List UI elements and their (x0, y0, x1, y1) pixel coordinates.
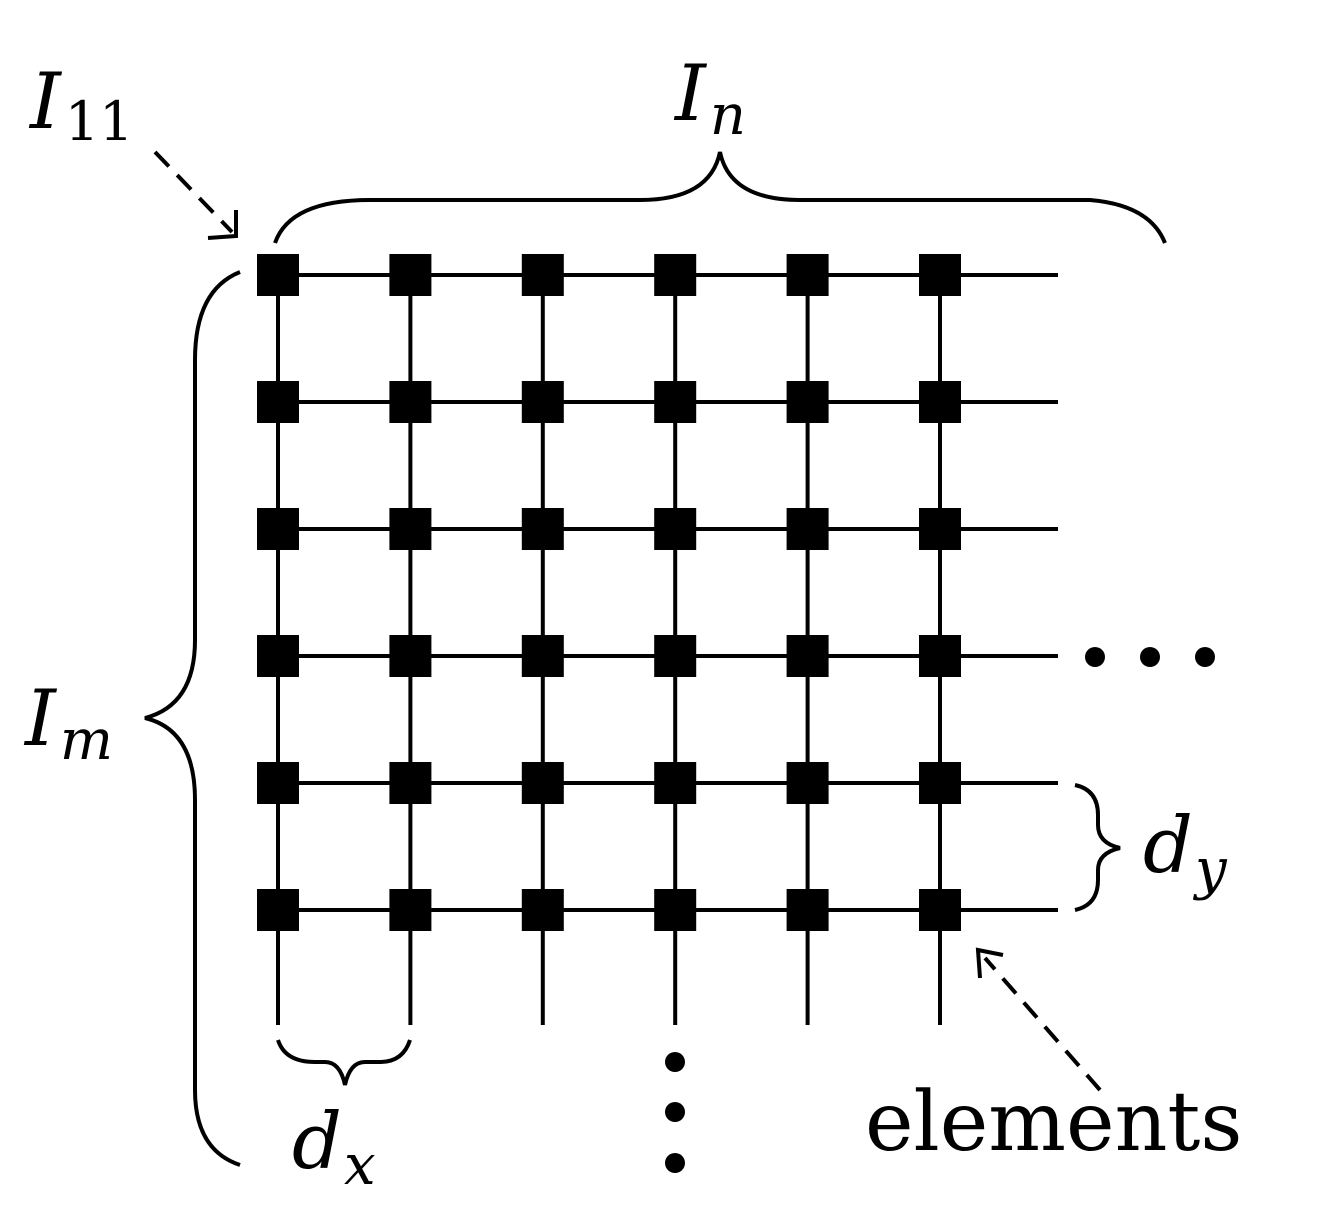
ellipsis-dot (665, 1102, 685, 1122)
array-element (919, 889, 961, 931)
array-element (654, 635, 697, 677)
i11-arrowhead (207, 210, 238, 240)
array-element (654, 762, 697, 804)
label-in-sub: n (710, 83, 746, 148)
array-element (389, 508, 432, 550)
array-element (257, 635, 299, 677)
label-i11-sub: 11 (65, 90, 134, 153)
label-in: In (673, 49, 746, 148)
array-element (389, 889, 432, 931)
label-dy-main: d (1143, 801, 1193, 891)
array-element (257, 889, 299, 931)
i11-dashed-arrow (153, 150, 234, 234)
array-element (919, 254, 961, 296)
horizontal-ellipsis (1085, 647, 1215, 667)
array-element (786, 762, 829, 804)
array-element (654, 508, 697, 550)
ellipsis-dot (665, 1153, 685, 1173)
ellipsis-dot (1085, 647, 1105, 667)
label-elements: elements (865, 1075, 1242, 1170)
array-element (786, 635, 829, 677)
label-im-sub: m (60, 708, 113, 773)
array-element (919, 508, 961, 550)
label-i11-main: I (28, 57, 63, 147)
label-in-main: I (673, 49, 708, 139)
label-dy: dy (1143, 801, 1228, 902)
array-element (654, 254, 697, 296)
label-im-main: I (23, 674, 58, 764)
array-element (786, 254, 829, 296)
ellipsis-dot (665, 1052, 685, 1072)
array-element (389, 381, 432, 423)
brace-im (144, 270, 241, 1167)
brace-dy (1074, 783, 1121, 912)
array-element (257, 508, 299, 550)
array-element (521, 762, 564, 804)
array-element (389, 254, 432, 296)
brace-in (273, 151, 1167, 244)
label-dy-sub: y (1192, 837, 1228, 902)
elements-arrowhead (975, 947, 1004, 979)
brace-dx (276, 1039, 412, 1086)
array-element (389, 635, 432, 677)
vertical-ellipsis (665, 1052, 685, 1173)
array-element (257, 762, 299, 804)
array-element (654, 381, 697, 423)
array-element (521, 635, 564, 677)
array-element (786, 508, 829, 550)
array-element (257, 254, 299, 296)
array-element (786, 381, 829, 423)
label-im: Im (23, 674, 113, 773)
array-element (654, 889, 697, 931)
array-element (521, 508, 564, 550)
label-dx: dx (292, 1097, 376, 1198)
array-element (919, 635, 961, 677)
label-dx-main: d (292, 1097, 342, 1187)
array-element (919, 381, 961, 423)
array-element (919, 762, 961, 804)
array-element (389, 762, 432, 804)
label-i11: I11 (28, 57, 134, 153)
ellipsis-dot (1140, 647, 1160, 667)
label-dx-sub: x (344, 1133, 376, 1198)
array-element (521, 889, 564, 931)
ellipsis-dot (1195, 647, 1215, 667)
array-element (521, 254, 564, 296)
array-element (257, 381, 299, 423)
array-elements (257, 254, 961, 931)
array-element (521, 381, 564, 423)
elements-dashed-arrow (983, 956, 1102, 1092)
array-element (786, 889, 829, 931)
